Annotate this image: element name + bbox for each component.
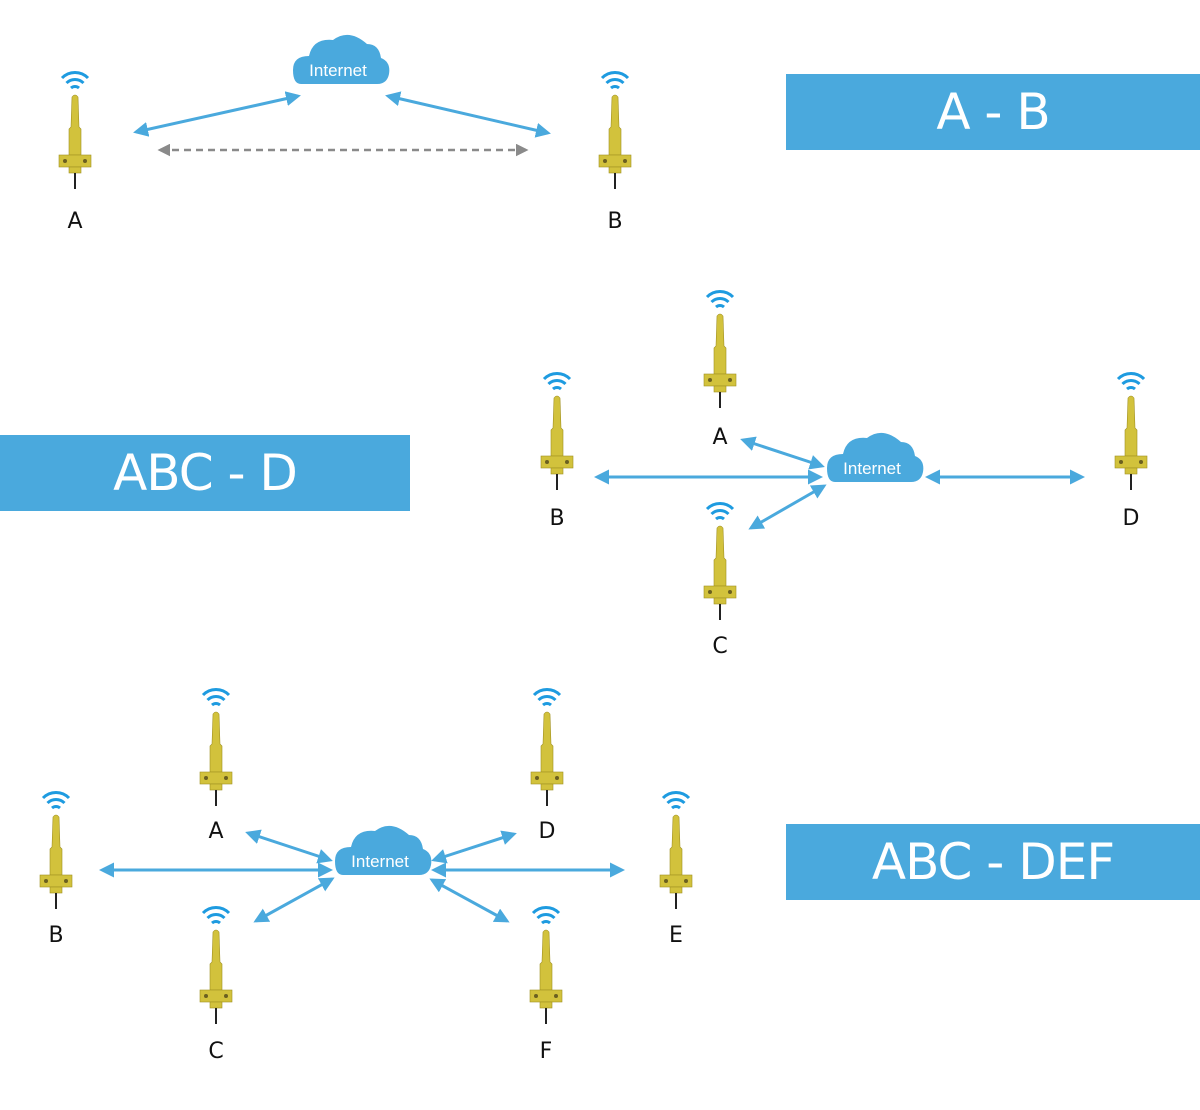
link-c-internet [748,484,827,530]
section-ab: Internet A B [57,34,633,234]
internet-cloud-icon: Internet [293,34,390,84]
link-b-internet [385,91,551,138]
sensor-icon-c [198,905,234,1026]
sensor-icon-b [539,371,575,492]
node-label-a: A [208,819,223,844]
link-d-internet [431,830,517,864]
sensor-icon-b [38,790,74,911]
link-a-internet [133,91,301,137]
sensor-icon-b [597,70,633,191]
node-label-f: F [540,1039,553,1064]
node-label-b: B [549,506,564,531]
banner-ab: A - B [786,74,1200,150]
sensor-icon-c [702,501,738,622]
link-f-internet [429,878,510,923]
node-label-e: E [669,923,683,948]
cloud-label: Internet [843,459,901,478]
node-label-d: D [1123,506,1140,531]
sensor-icon-a [702,289,738,410]
internet-cloud-icon: Internet [335,825,432,875]
sensor-icon-e [658,790,694,911]
link-a-internet [245,829,333,864]
sensor-icon-f [528,905,564,1026]
sensor-icon-d [1113,371,1149,492]
link-a-internet [740,436,825,470]
node-label-c: C [208,1039,223,1064]
sensor-icon-d [529,687,565,808]
link-c-internet [253,877,335,923]
node-label-a: A [712,425,727,450]
internet-cloud-icon: Internet [827,432,924,482]
sensor-icon-a [57,70,93,191]
node-label-b: B [48,923,63,948]
section-abc-d: Internet A B C D [539,289,1149,659]
node-label-b: B [607,209,622,234]
node-label-d: D [539,819,556,844]
banner-abc-d: ABC - D [0,435,410,511]
cloud-label: Internet [351,852,409,871]
sensor-icon-a [198,687,234,808]
node-label-c: C [712,634,727,659]
section-abc-def: Internet A B C D E F [38,687,694,1064]
node-label-a: A [67,209,82,234]
cloud-label: Internet [309,61,367,80]
banner-abc-def: ABC - DEF [786,824,1200,900]
